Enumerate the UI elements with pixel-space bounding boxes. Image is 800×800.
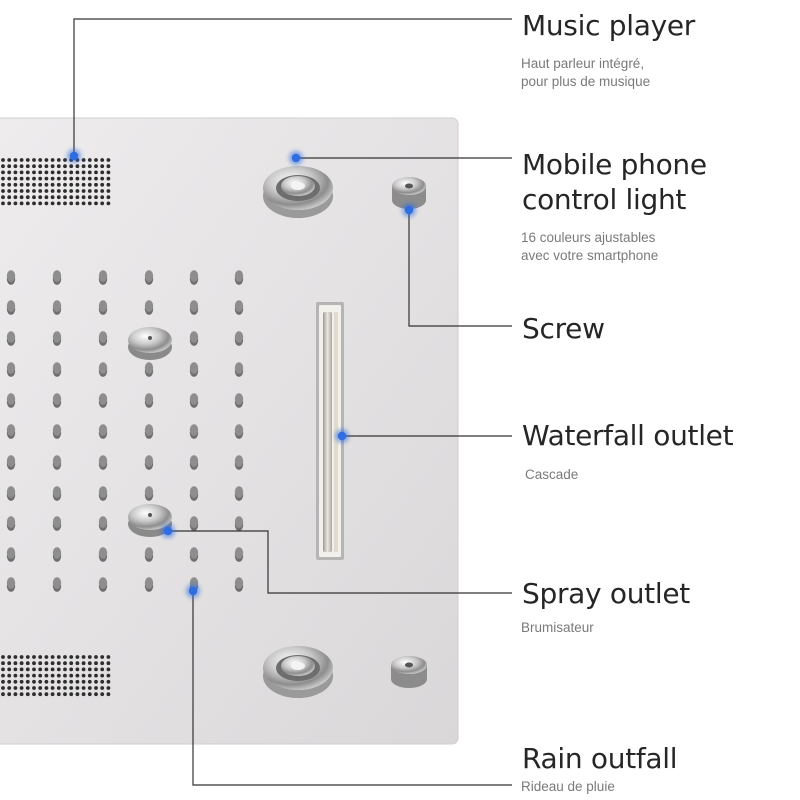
callout-subtitle: Brumisateur (521, 620, 594, 635)
speaker-grille-icon (1, 158, 111, 206)
waterfall-slot-icon (316, 302, 344, 560)
leader-line-rain (192, 591, 512, 786)
callout-subtitle: pour plus de musique (521, 74, 651, 89)
leader-line-music (73, 18, 512, 156)
callout-subtitle: avec votre smartphone (521, 248, 659, 263)
leader-line-spray (168, 530, 512, 594)
callout-title: Music player (522, 9, 695, 42)
callout-subtitle: 16 couleurs ajustables (521, 230, 656, 245)
spray-nozzle-icon (128, 327, 172, 360)
shower-panel (0, 118, 458, 744)
light-ring-icon (263, 646, 333, 698)
callout-leader-lines (73, 18, 512, 786)
light-ring-icon (263, 166, 333, 218)
callout-title: Spray outlet (522, 577, 690, 610)
screw-head-icon (392, 177, 426, 209)
callout-title: Rain outfall (522, 742, 678, 775)
callout-subtitle: Cascade (525, 467, 579, 482)
callout-subtitle: Rideau de pluie (521, 779, 615, 794)
callout-title: Waterfall outlet (522, 419, 734, 452)
speaker-grille-icon (1, 655, 111, 697)
spray-nozzle-icon (128, 504, 172, 537)
callout-subtitle: Haut parleur intégré, (521, 56, 645, 71)
leader-line-screw (408, 210, 512, 327)
callout-title: Screw (522, 312, 605, 345)
callout-title: control light (522, 183, 687, 216)
callout-title: Mobile phone (522, 148, 707, 181)
screw-head-icon (391, 656, 427, 688)
callout-markers (67, 149, 416, 598)
